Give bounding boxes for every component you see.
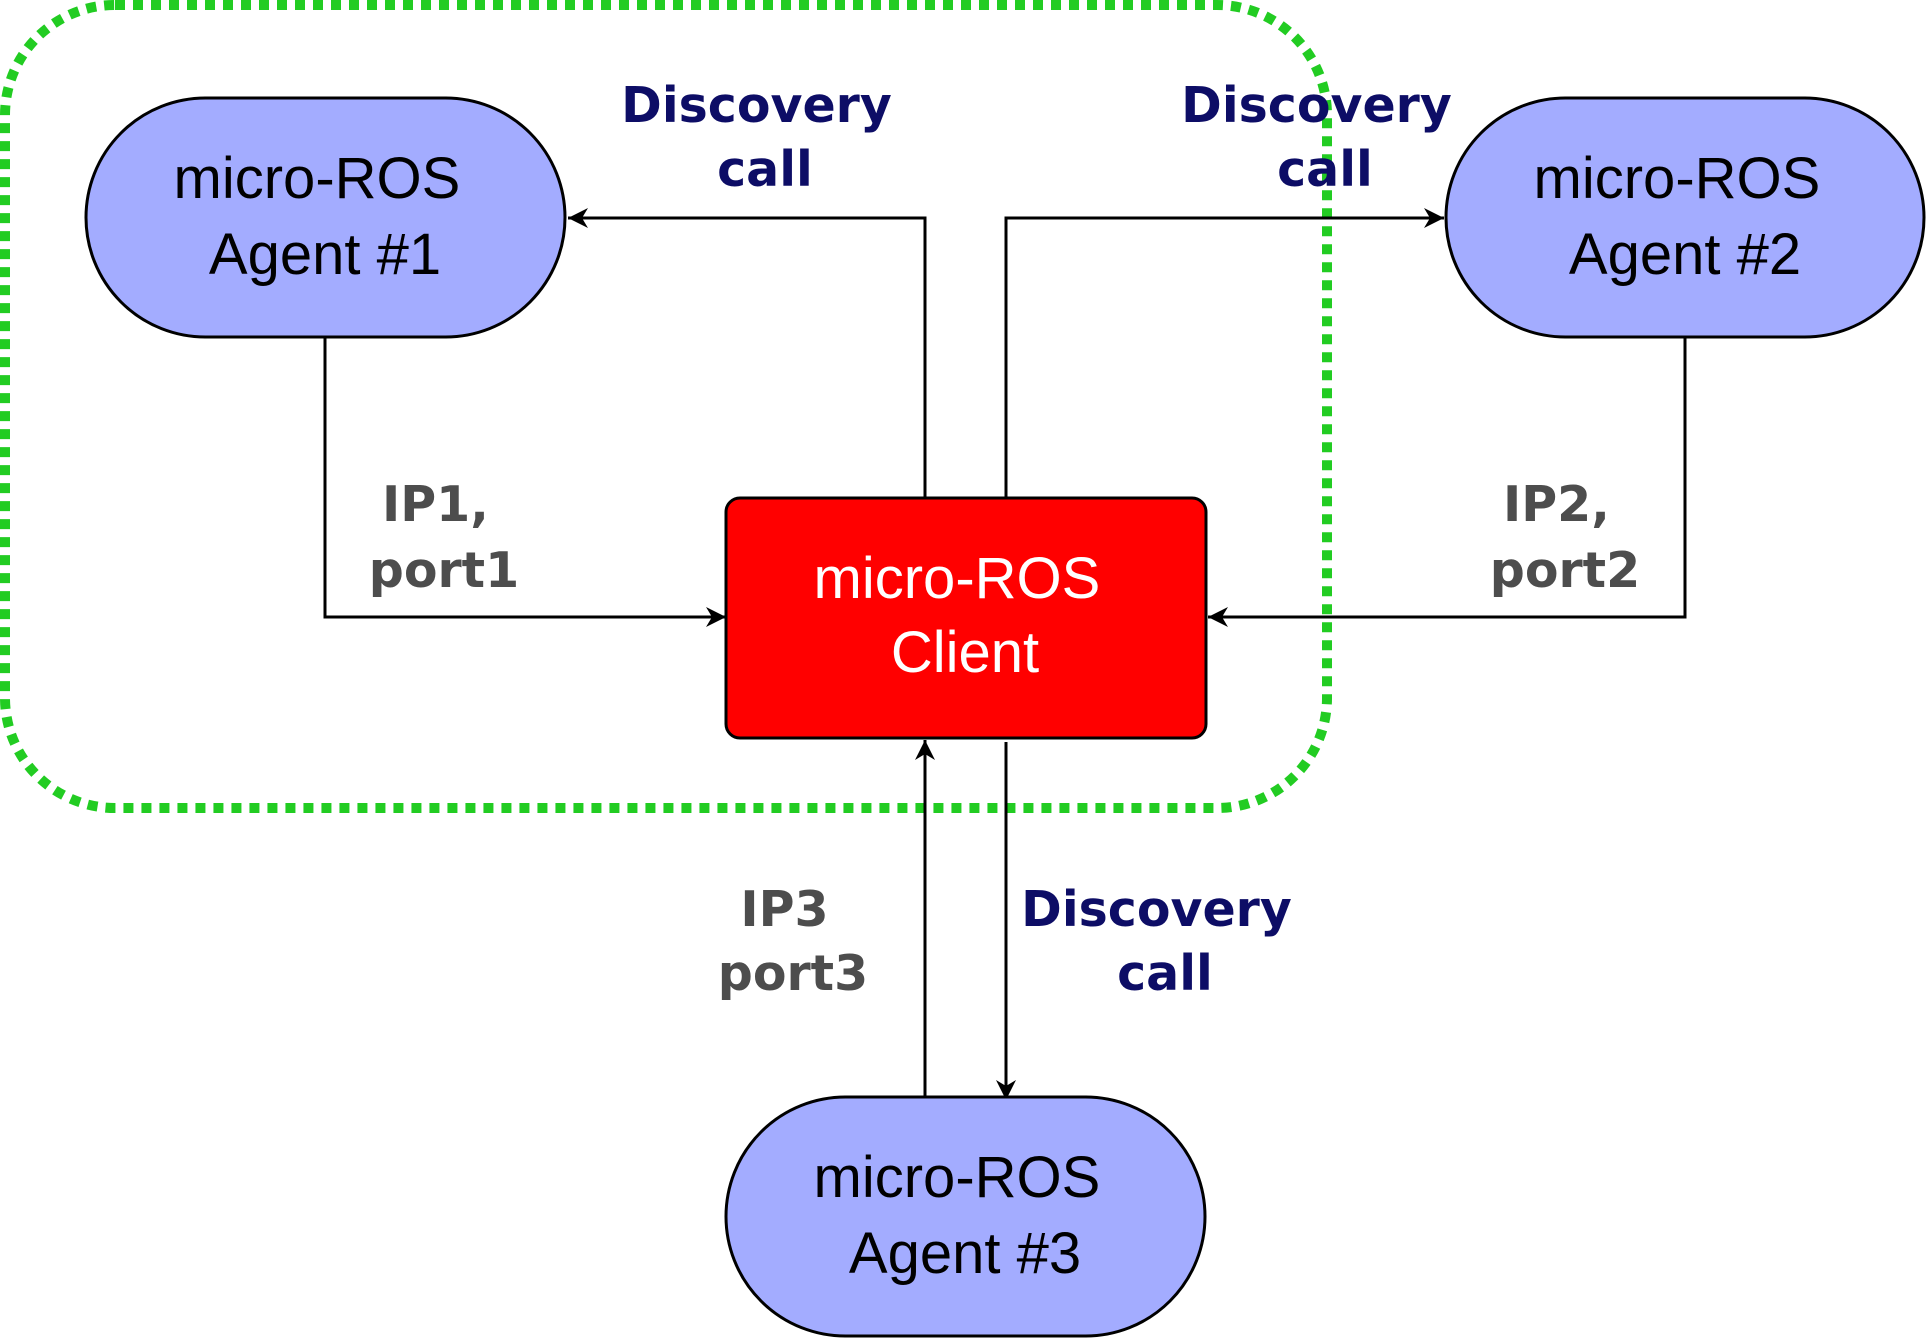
reply-label-3-line1: IP3 <box>740 881 828 938</box>
discovery-call-label-2: Discovery call <box>1181 77 1469 198</box>
discovery-call-label-1-line1: Discovery <box>621 77 892 134</box>
agent-1-node <box>84 96 567 339</box>
client-label-line2: Client <box>891 620 1039 685</box>
client-label-line1: micro-ROS <box>814 546 1101 611</box>
discovery-call-edge-2 <box>1004 208 1444 498</box>
reply-label-3-line2: port3 <box>718 945 868 1002</box>
discovery-call-label-1-line2: call <box>717 141 813 198</box>
network-boundary <box>0 0 1332 813</box>
reply-label-2-line1: IP2, <box>1503 476 1610 533</box>
agent-2-label: micro-ROS Agent #2 <box>1534 146 1837 287</box>
reply-edge-2 <box>1208 338 1687 627</box>
reply-label-2: IP2, port2 <box>1490 476 1640 599</box>
agent-2-label-line1: micro-ROS <box>1534 146 1821 211</box>
agent-1-label: micro-ROS Agent #1 <box>174 146 477 287</box>
agent-3-label-line2: Agent #3 <box>849 1221 1081 1286</box>
agent-3-node <box>724 1095 1207 1338</box>
agent-2-node <box>1444 96 1926 339</box>
reply-label-1-line1: IP1, <box>382 476 489 533</box>
client-label: micro-ROS Client <box>814 546 1117 685</box>
reply-label-1-line2: port1 <box>369 542 519 599</box>
discovery-call-label-1: Discovery call <box>621 77 909 198</box>
reply-label-1: IP1, port1 <box>369 476 519 599</box>
agent-3-label-line1: micro-ROS <box>814 1145 1101 1210</box>
reply-label-3: IP3 port3 <box>718 881 868 1002</box>
discovery-call-label-2-line2: call <box>1277 141 1373 198</box>
reply-label-2-line2: port2 <box>1490 542 1640 599</box>
agent-1-label-line1: micro-ROS <box>174 146 461 211</box>
discovery-call-label-3: Discovery call <box>1021 881 1309 1002</box>
agent-3-label: micro-ROS Agent #3 <box>814 1145 1117 1286</box>
agent-2-label-line2: Agent #2 <box>1569 222 1801 287</box>
discovery-call-label-3-line1: Discovery <box>1021 881 1292 938</box>
discovery-call-edge-1 <box>568 208 927 498</box>
reply-edge-1 <box>323 338 726 627</box>
agent-1-label-line2: Agent #1 <box>209 222 441 287</box>
discovery-call-label-2-line1: Discovery <box>1181 77 1452 134</box>
client-node <box>724 496 1208 740</box>
discovery-call-label-3-line2: call <box>1117 945 1213 1002</box>
